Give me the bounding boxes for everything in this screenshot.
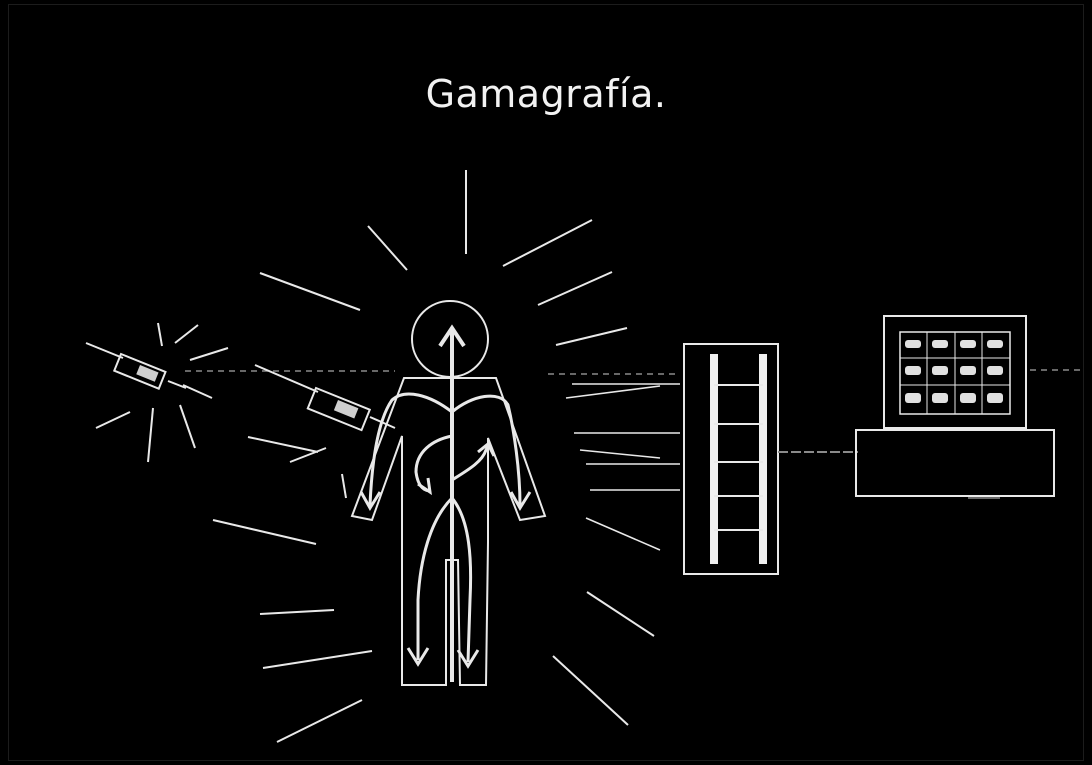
syringe-icon [255, 365, 395, 430]
syringe-icon [86, 343, 186, 389]
radiation-burst-small [96, 323, 228, 462]
radiation-rays [213, 170, 654, 742]
gamma-emission-lines [566, 384, 680, 550]
monitor-icon [856, 316, 1054, 498]
dashed-axis-line [185, 370, 1085, 374]
gamma-camera-detector-icon [684, 344, 778, 574]
scan-thumbnails [905, 340, 1003, 403]
